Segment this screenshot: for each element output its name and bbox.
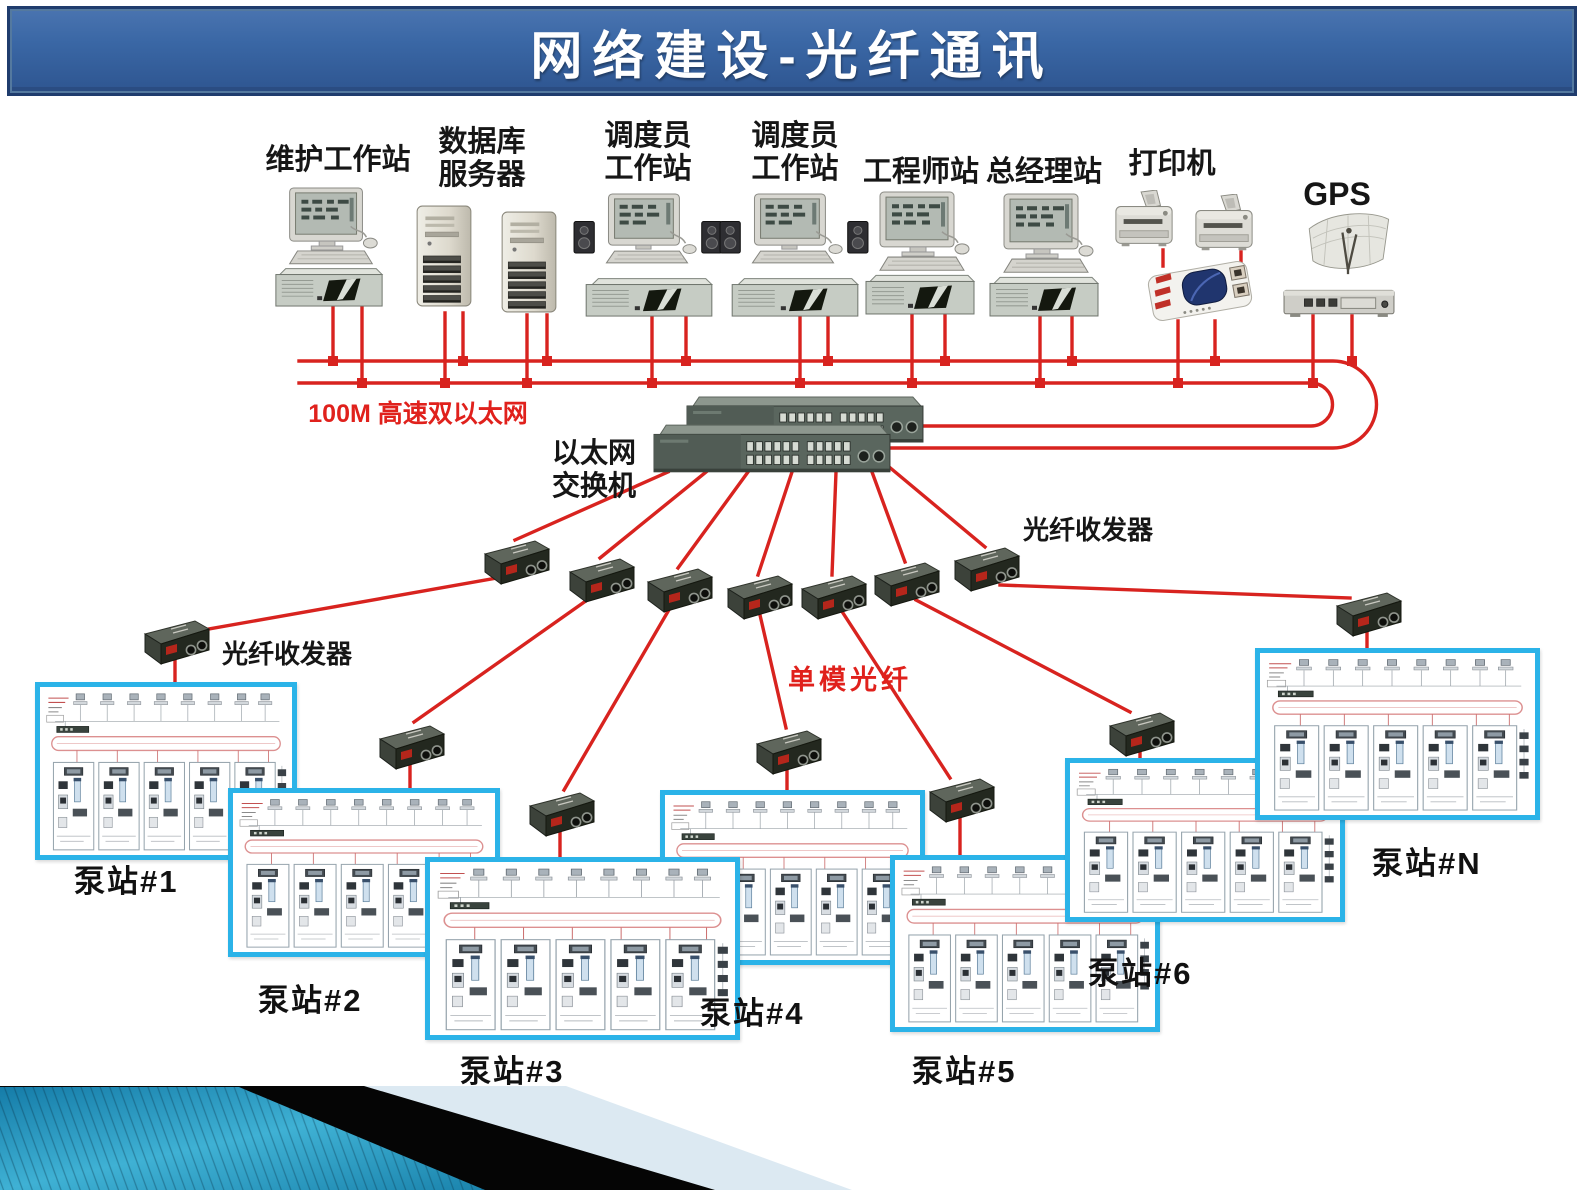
- fiber-transceiver-3: [642, 562, 716, 616]
- dispatcher-workstation-2-label: 调度员工作站: [751, 120, 839, 185]
- station-transceiver-5: [924, 772, 998, 826]
- gps-receiver-device: [1282, 284, 1396, 318]
- gps-dish: [1300, 208, 1396, 276]
- print-server-device: [1146, 258, 1254, 324]
- maintenance-workstation-label: 维护工作站: [265, 144, 411, 176]
- fiber-transceiver-1: [479, 534, 553, 588]
- station-transceiver-3: [524, 786, 598, 840]
- engineer-station-label: 工程师站: [862, 156, 980, 188]
- pump-station-1-label: 泵站#1: [74, 864, 179, 899]
- station-transceiver-1: [139, 614, 213, 668]
- dispatcher-workstation-1-device: [572, 192, 724, 320]
- slide-title: 网络建设-光纤通讯: [530, 27, 1054, 86]
- pump-station-5-label: 泵站#5: [912, 1054, 1017, 1089]
- fiber-transceiver-label-top: 光纤收发器: [1022, 515, 1154, 545]
- fiber-transceiver-2: [564, 552, 638, 606]
- pump-station-6-label: 泵站#6: [1088, 956, 1193, 991]
- database-server-label: 数据库服务器: [438, 126, 526, 191]
- pump-station-4-label: 泵站#4: [700, 996, 805, 1031]
- title-banner: 网络建设-光纤通讯: [7, 6, 1577, 96]
- general-manager-station-device: [982, 192, 1106, 318]
- pump-station-n-box: [1255, 648, 1540, 820]
- database-server-tower-2: [498, 210, 560, 314]
- station-transceiver-4: [751, 724, 825, 778]
- bus-junction-nodes: [328, 356, 1357, 388]
- dispatcher-workstation-2-device: [718, 192, 870, 320]
- printer-device-2: [1192, 194, 1256, 258]
- general-manager-station-label: 总经理站: [985, 156, 1103, 188]
- station-transceiver-n: [1331, 586, 1405, 640]
- gps-label: GPS: [1303, 176, 1371, 212]
- printer-label: 打印机: [1128, 148, 1216, 180]
- database-server-tower-1: [413, 204, 475, 308]
- ethernet-switch-label: 以太网交换机: [551, 437, 637, 501]
- fiber-transceiver-4: [722, 569, 796, 623]
- ethernet-switch-2: [650, 422, 894, 478]
- fiber-transceiver-7: [949, 541, 1023, 595]
- pump-station-n-label: 泵站#N: [1372, 846, 1482, 881]
- fiber-transceiver-6: [869, 556, 943, 610]
- fiber-transceiver-5: [796, 569, 870, 623]
- maintenance-workstation-device: [268, 186, 390, 308]
- pump-station-3-box: [425, 857, 740, 1040]
- pump-station-mini-diagram: [430, 862, 735, 1035]
- fiber-transceiver-label-left: 光纤收发器: [221, 639, 353, 669]
- station-transceiver-2: [374, 719, 448, 773]
- slide-footer-decoration: [0, 1086, 852, 1190]
- pump-station-2-label: 泵站#2: [258, 983, 363, 1018]
- pump-station-5-box: [890, 855, 1160, 1032]
- dispatcher-workstation-1-label: 调度员工作站: [604, 120, 692, 185]
- engineer-station-device: [858, 190, 982, 316]
- pump-station-mini-diagram: [1260, 653, 1535, 815]
- printer-device-1: [1112, 190, 1176, 254]
- pump-station-mini-diagram: [895, 860, 1155, 1027]
- single-mode-fiber-label: 单模光纤: [788, 665, 912, 695]
- station-transceiver-6: [1104, 706, 1178, 760]
- ethernet-bus-label: 100M 高速双以太网: [308, 400, 528, 428]
- pump-station-3-label: 泵站#3: [460, 1054, 565, 1089]
